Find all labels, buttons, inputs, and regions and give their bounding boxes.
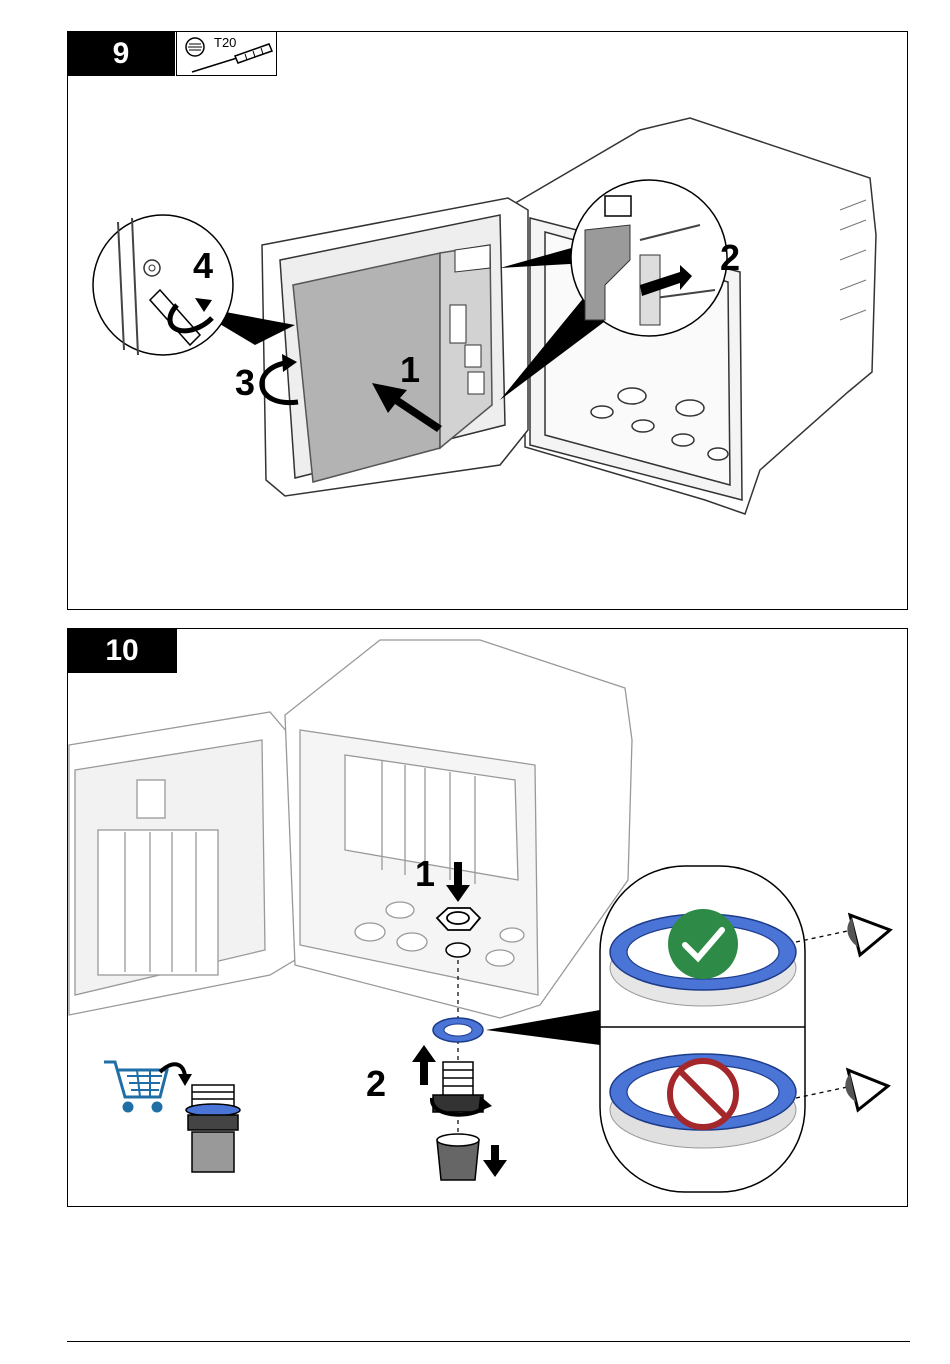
step-10-number: 10 <box>105 634 138 668</box>
step-9-number: 9 <box>113 37 130 71</box>
torx-screwdriver-icon <box>177 32 278 77</box>
step-9-panel <box>67 31 908 610</box>
step-10-badge: 10 <box>67 628 177 673</box>
footer-rule <box>67 1341 910 1342</box>
step-9-badge: 9 <box>67 31 175 76</box>
tool-box: T20 <box>176 31 277 76</box>
step-10-panel <box>67 628 908 1207</box>
